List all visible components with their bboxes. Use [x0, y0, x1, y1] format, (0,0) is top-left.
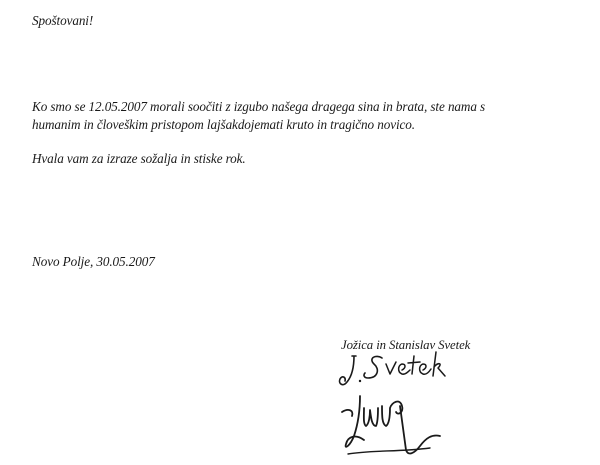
handwritten-signature [330, 350, 470, 460]
signature-drawing [338, 351, 446, 455]
signatories-name: Jožica in Stanislav Svetek [341, 338, 471, 352]
body-line-2: humanim in človeškim pristopom lajšakdoj… [32, 117, 415, 132]
place-date: Novo Polje, 30.05.2007 [32, 254, 155, 269]
thanks-line: Hvala vam za izraze sožalja in stiske ro… [32, 151, 246, 166]
body-line-1: Ko smo se 12.05.2007 morali soočiti z iz… [32, 99, 486, 114]
salutation: Spoštovani! [32, 13, 94, 28]
